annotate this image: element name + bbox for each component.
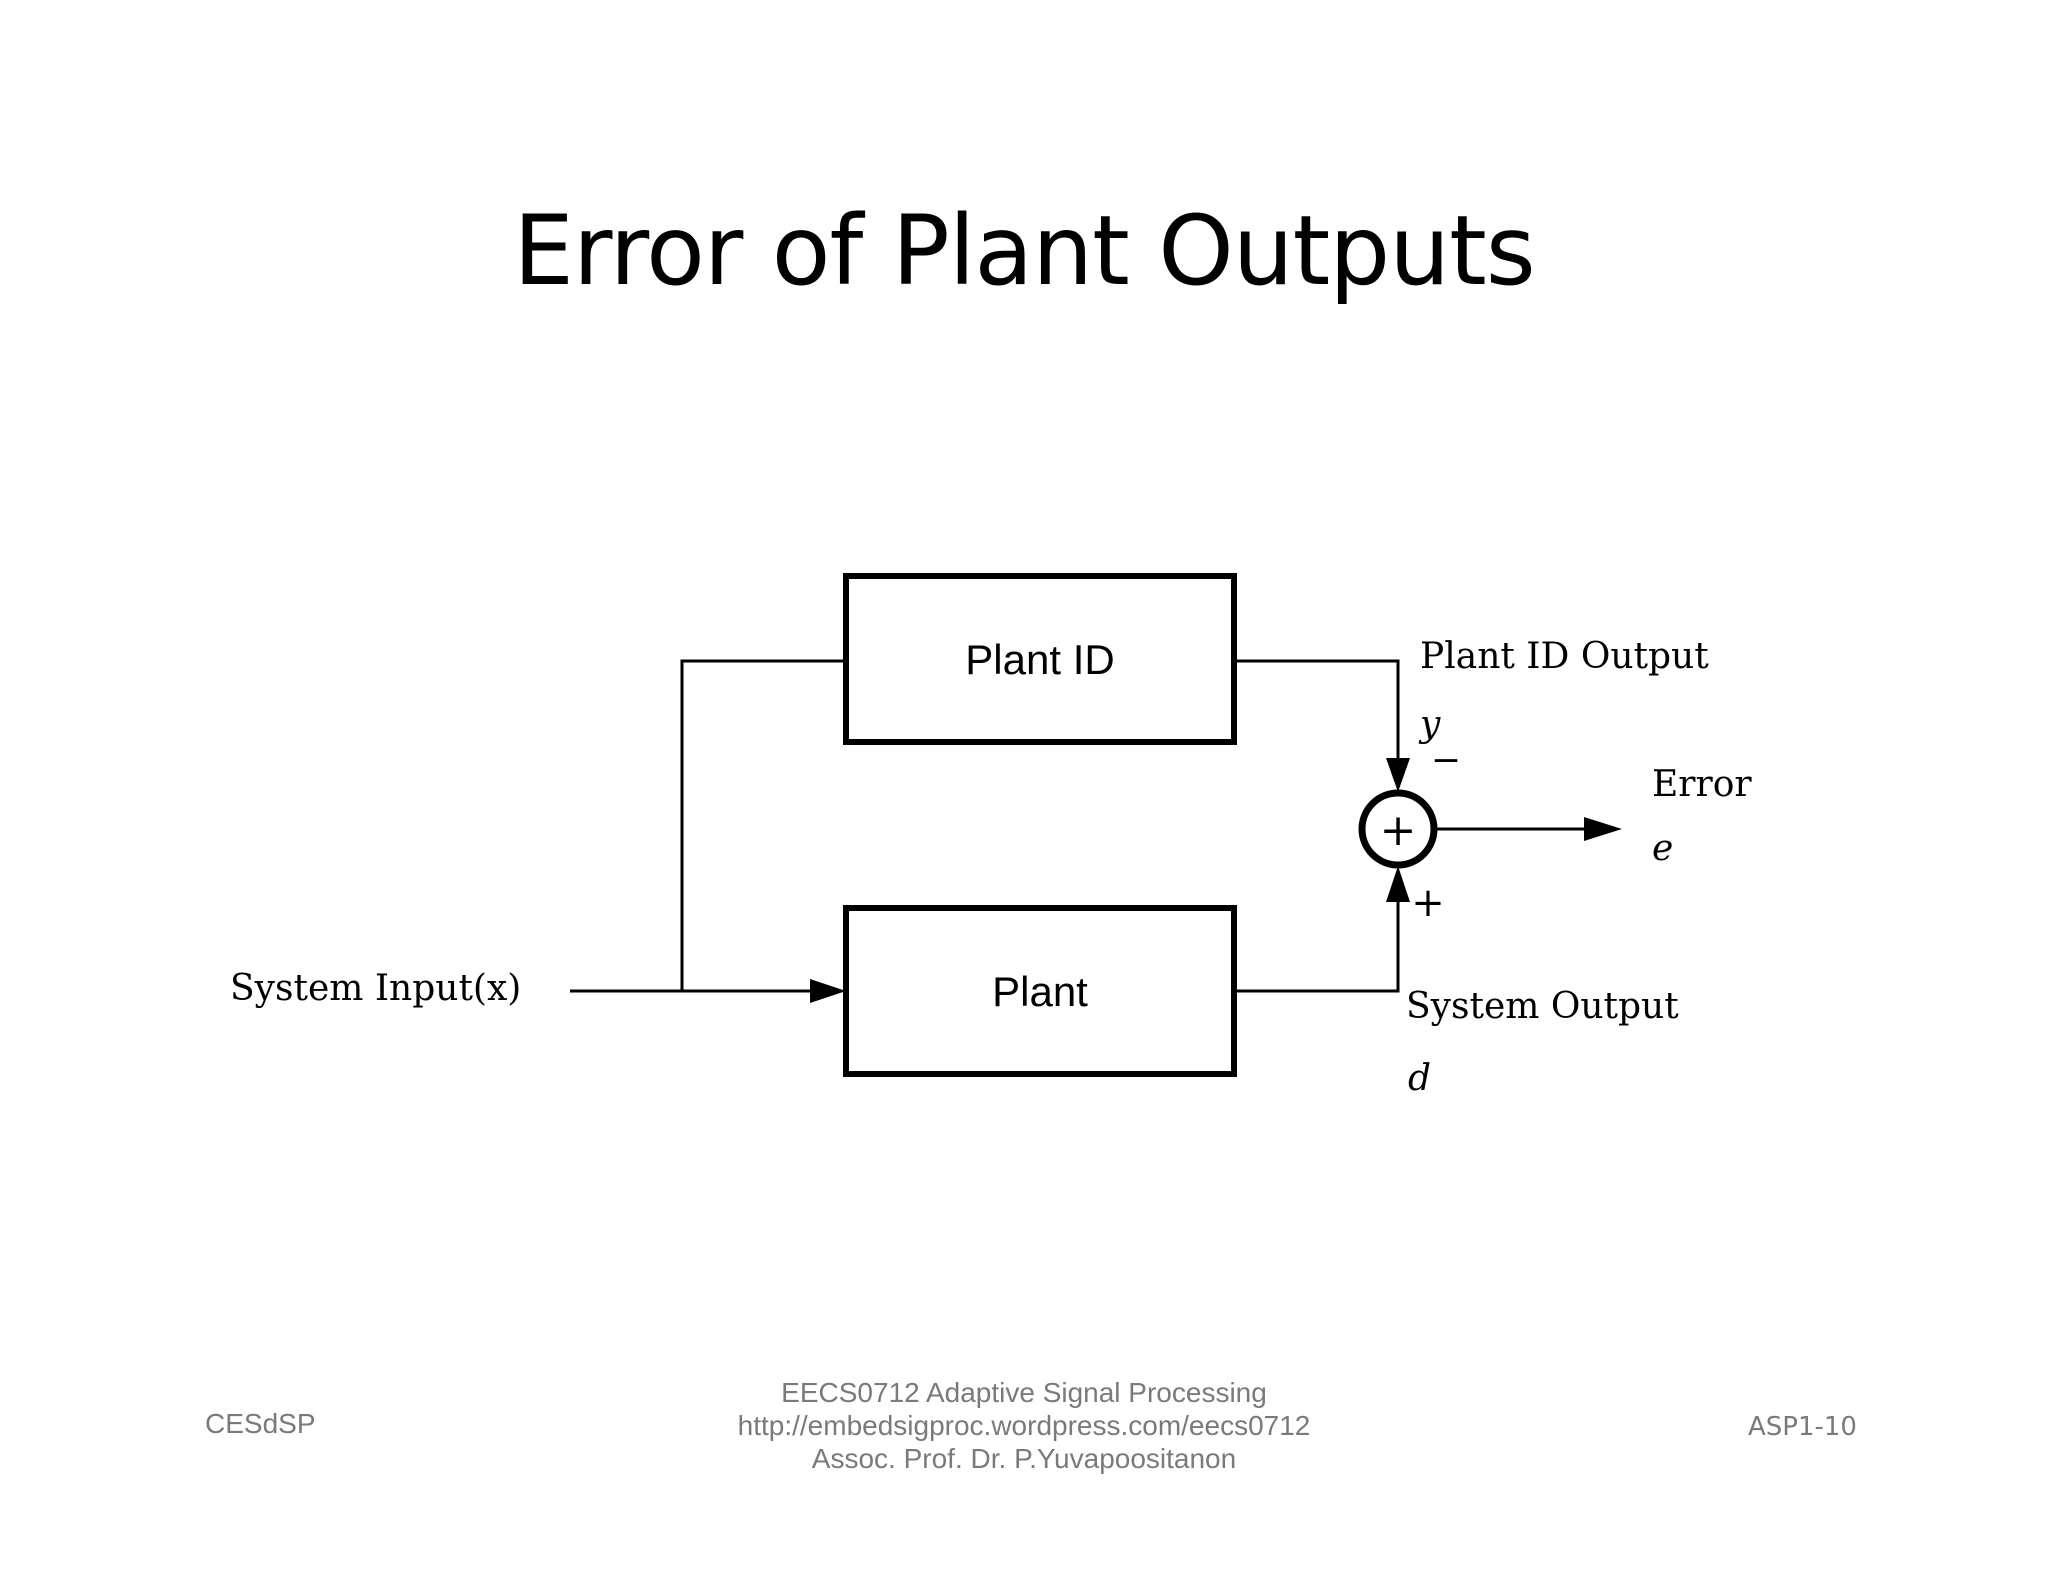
error-label: Error	[1652, 764, 1752, 805]
input-arrowhead	[810, 979, 846, 1003]
y-symbol: y	[1418, 704, 1441, 745]
plant-id-block	[843, 573, 1237, 745]
system-output-label: System Output	[1406, 986, 1679, 1027]
plant-id-output-arrowhead	[1386, 758, 1410, 792]
plant-id-output-label: Plant ID Output	[1420, 636, 1709, 677]
branch-line	[680, 659, 844, 991]
system-input-label: System Input(x)	[230, 968, 521, 1009]
slide-title: Error of Plant Outputs	[513, 195, 1535, 307]
plus-sign: +	[1411, 880, 1445, 926]
plant-output-line	[1236, 902, 1400, 993]
plant-id-block-label: Plant ID	[965, 636, 1114, 683]
footer-course: EECS0712 Adaptive Signal Processing	[781, 1377, 1267, 1408]
plant-id-output-line	[1236, 659, 1400, 760]
minus-sign: −	[1431, 740, 1461, 781]
footer-center: EECS0712 Adaptive Signal Processing http…	[624, 1376, 1424, 1475]
plant-output-arrowhead	[1386, 866, 1410, 902]
plant-block	[843, 905, 1237, 1077]
summing-junction	[1358, 789, 1438, 869]
footer-left: CESdSP	[205, 1408, 316, 1439]
e-symbol: e	[1652, 828, 1673, 869]
plant-block-label: Plant	[992, 968, 1088, 1015]
summing-junction-symbol: +	[1380, 805, 1417, 856]
d-symbol: d	[1408, 1058, 1431, 1099]
footer-url: http://embedsigproc.wordpress.com/eecs07…	[737, 1410, 1311, 1441]
error-arrowhead	[1584, 817, 1622, 841]
slide-number: ASP1-10	[1748, 1412, 1857, 1442]
footer-author: Assoc. Prof. Dr. P.Yuvapoositanon	[811, 1443, 1237, 1474]
